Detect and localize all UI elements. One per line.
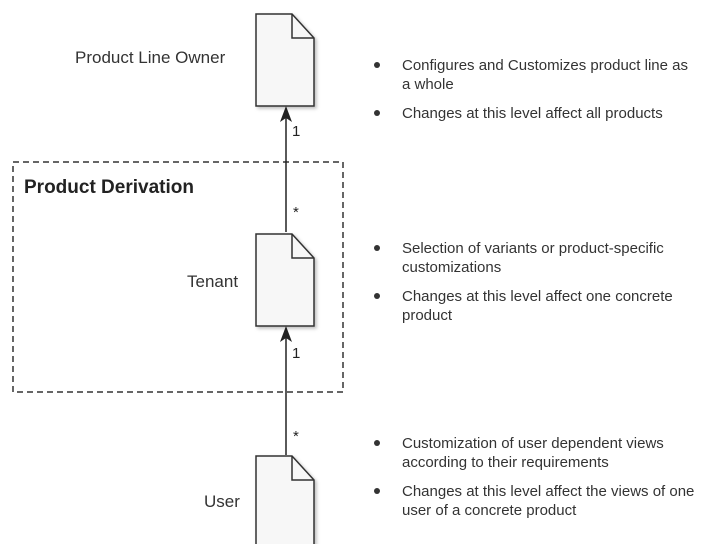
document-icon	[255, 455, 315, 544]
level-label-tenant: Tenant	[187, 272, 239, 291]
bullet-list-tenant: Selection of variants or product-specifi…	[370, 239, 700, 335]
list-item: Changes at this level affect all product…	[370, 104, 700, 123]
multiplicity-target-owner: 1	[292, 123, 301, 140]
document-icon	[255, 233, 315, 327]
product-derivation-group-box	[12, 161, 344, 393]
list-item: Changes at this level affect the views o…	[370, 482, 700, 520]
bullet-list-product-line-owner: Configures and Customizes product line a…	[370, 56, 700, 133]
document-icon	[255, 13, 315, 107]
level-label-product-line-owner: Product Line Owner	[75, 48, 226, 67]
bullet-list-user: Customization of user dependent views ac…	[370, 434, 700, 530]
level-label-user: User	[204, 492, 240, 511]
list-item: Configures and Customizes product line a…	[370, 56, 700, 94]
group-title: Product Derivation	[24, 177, 194, 198]
multiplicity-source-user: *	[293, 428, 299, 445]
list-item: Selection of variants or product-specifi…	[370, 239, 700, 277]
arrowhead-tenant	[280, 326, 292, 342]
list-item: Customization of user dependent views ac…	[370, 434, 700, 472]
multiplicity-source-tenant: *	[293, 204, 299, 221]
list-item: Changes at this level affect one concret…	[370, 287, 700, 325]
arrowhead-owner	[280, 106, 292, 122]
multiplicity-target-tenant: 1	[292, 345, 301, 362]
